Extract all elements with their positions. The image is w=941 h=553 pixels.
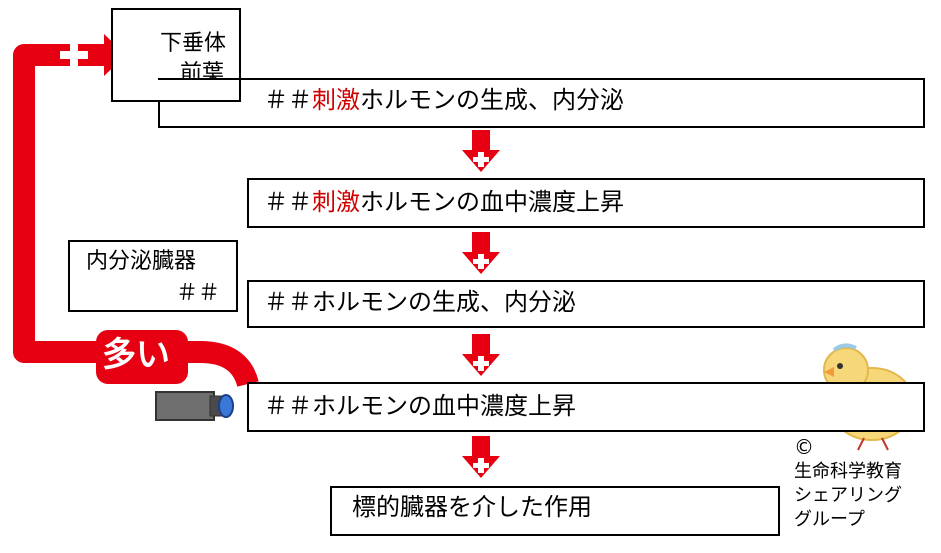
step-2-box: [247, 178, 925, 228]
organ-label-line1: 内分泌臓器: [86, 249, 197, 274]
step-1-red-term: 刺激: [312, 86, 360, 114]
step-2-text: ＃＃刺激ホルモンの血中濃度上昇: [264, 188, 624, 216]
step-4-box: [247, 382, 925, 432]
step-1-box: [158, 78, 925, 128]
endocrine-organ-box: [68, 240, 238, 312]
step-3-box: [247, 280, 925, 328]
step-4-text: ＃＃ホルモンの血中濃度上昇: [264, 392, 576, 420]
step-2-prefix: ＃＃: [264, 188, 312, 216]
step-3-text: ＃＃ホルモンの生成、内分泌: [264, 288, 576, 316]
step-2-red-term: 刺激: [312, 188, 360, 216]
credit-line3: グループ: [794, 509, 865, 530]
feedback-label-badge: [96, 330, 188, 384]
organ-label-line2: ＃＃: [176, 281, 221, 306]
arrow-3-4: [462, 334, 500, 376]
arrow-4-5: [462, 436, 500, 478]
credit-symbol: ©: [794, 435, 814, 459]
arrow-2-3: [462, 232, 500, 274]
feedback-plus-icon: [60, 41, 88, 69]
pituitary-box-border: [111, 8, 241, 102]
credit-line1: 生命科学教育: [794, 461, 902, 482]
step-2-rest: ホルモンの血中濃度上昇: [360, 188, 624, 216]
credit-line2: シェアリング: [794, 485, 902, 506]
step-1-prefix: ＃＃: [264, 86, 312, 114]
step-5-text: 標的臓器を介した作用: [352, 493, 592, 521]
arrow-1-2: [462, 130, 500, 172]
step-5-box: [330, 486, 780, 536]
camera-sensor-icon: [155, 391, 234, 421]
feedback-label: 多い: [102, 335, 170, 375]
feedback-loop-line: [13, 44, 259, 388]
step-1-text: ＃＃刺激ホルモンの生成、内分泌: [264, 86, 624, 114]
step-1-rest: ホルモンの生成、内分泌: [360, 86, 624, 114]
pituitary-label-line1: 下垂体: [160, 31, 227, 56]
overlap-cover: [113, 80, 239, 100]
